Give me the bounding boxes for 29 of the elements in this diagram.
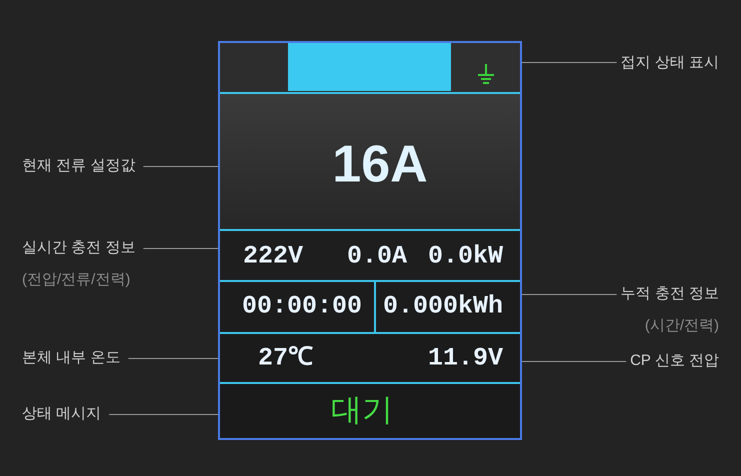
power-value: 0.0kW <box>428 242 504 270</box>
display-row <box>220 280 520 332</box>
charging-time-value: 00:00:00 <box>242 292 362 320</box>
leader-line <box>108 414 220 415</box>
leader-line <box>142 166 220 167</box>
callout-label: 상태 메시지 <box>22 404 102 424</box>
callout-label: 본체 내부 온도 <box>22 348 120 368</box>
display-screen <box>218 41 522 440</box>
current-value: 0.0A <box>347 242 408 270</box>
callout-label: 현재 전류 설정값 <box>22 156 136 176</box>
energy-value: 0.000kWh <box>383 292 504 320</box>
callout-note: (전압/전류/전력) <box>22 270 132 290</box>
temperature-value: 27℃ <box>258 344 314 372</box>
header-bar <box>288 43 451 91</box>
display-row <box>220 332 520 382</box>
status-message: 대기 <box>331 392 393 428</box>
display-row <box>220 92 520 229</box>
callout-label: 실시간 충전 정보 <box>22 238 136 258</box>
callout-label: CP 신호 전압 <box>630 351 719 371</box>
cp-voltage-value: 11.9V <box>428 344 504 372</box>
callout-note: (시간/전력) <box>644 316 719 336</box>
display-row <box>220 382 520 438</box>
current-setting-value: 16A <box>332 136 428 194</box>
callout-label: 누적 충전 정보 <box>620 284 719 304</box>
leader-line <box>128 358 220 359</box>
voltage-value: 222V <box>243 242 304 270</box>
leader-line <box>142 248 220 249</box>
callout-label: 접지 상태 표시 <box>620 53 719 73</box>
display-row <box>220 229 520 280</box>
